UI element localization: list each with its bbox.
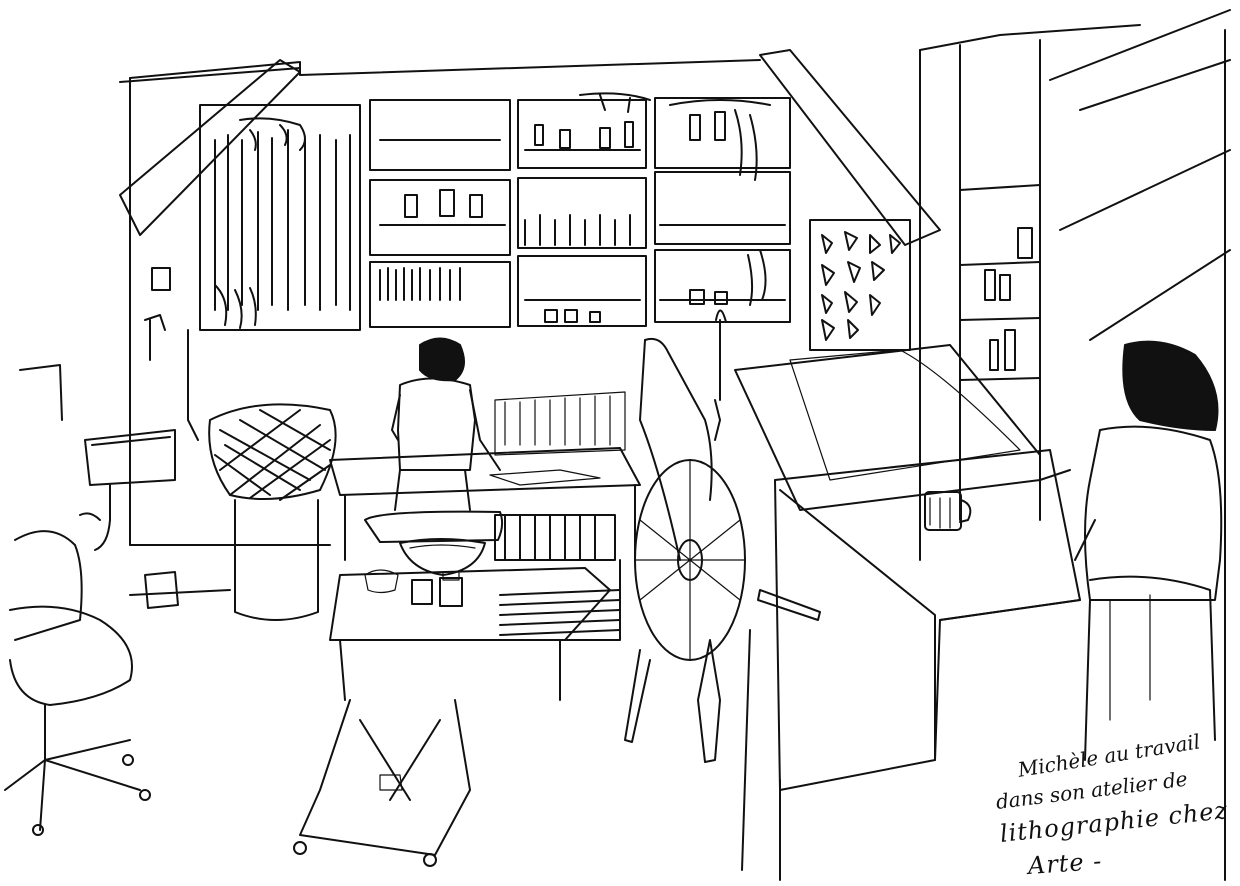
office-chair [4,530,179,836]
print-table [329,391,641,561]
press-bed [741,449,1081,881]
coffee-mug [924,491,972,531]
sink [19,267,199,551]
ceiling-beams [119,9,1231,881]
lithographic-press [639,337,1041,561]
caption-line: Arte - [1027,846,1104,880]
rolling-cart [293,510,611,867]
seated-woman [1074,340,1223,761]
stone-print-rack [809,219,911,351]
press-wheel [624,309,821,763]
printmaker-woman [391,337,501,511]
radiator [494,514,621,636]
ink-jars [364,569,463,607]
background-lines [129,469,1071,641]
wall-shelves [199,92,791,331]
handwritten-caption: Michèle au travail dans son atelier de l… [990,729,1230,880]
ink-bowl [399,538,486,576]
covered-bin [208,403,337,621]
right-wall-shelves [959,184,1041,381]
